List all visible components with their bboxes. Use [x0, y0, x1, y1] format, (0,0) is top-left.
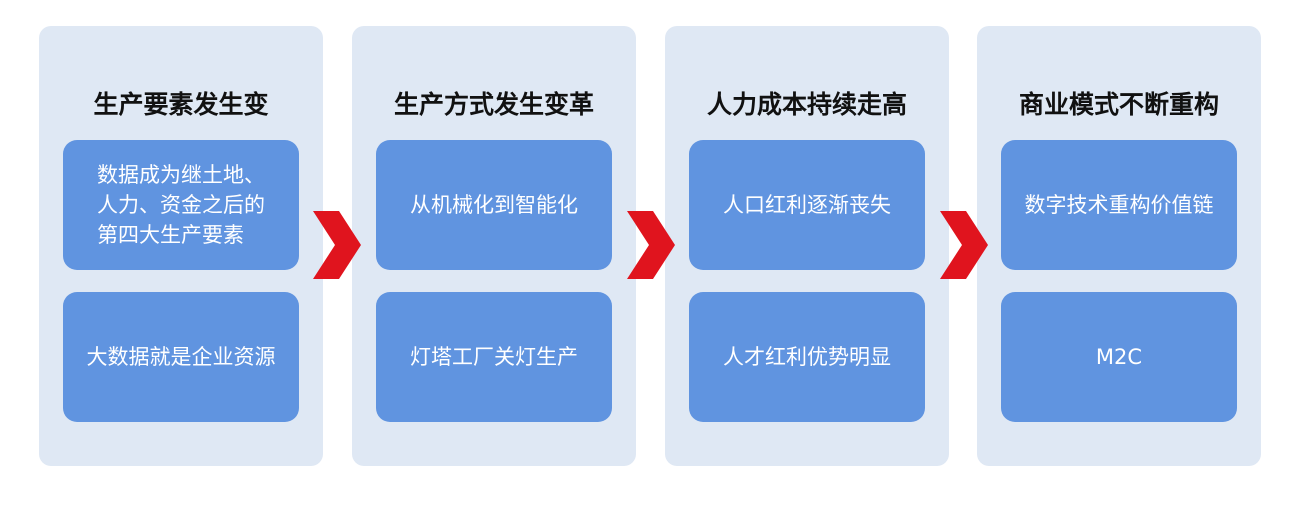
- stage-title: 生产要素发生变: [93, 90, 269, 119]
- stage-card-text: 数据成为继土地、 人力、资金之后的 第四大生产要素: [97, 163, 265, 247]
- stage-title: 生产方式发生变革: [393, 90, 594, 119]
- stage-card-text: M2C: [1095, 345, 1143, 369]
- stage-card: 大数据就是企业资源: [63, 292, 299, 422]
- stage-card-text: 从机械化到智能化: [410, 193, 578, 217]
- stage-card-text: 人口红利逐渐丧失: [723, 193, 891, 217]
- stage-card-text: 大数据就是企业资源: [86, 345, 276, 369]
- stage-title: 人力成本持续走高: [706, 90, 907, 119]
- stage-column-production-factors: 生产要素发生变 数据成为继土地、 人力、资金之后的 第四大生产要素 大数据就是企…: [39, 26, 323, 466]
- stage-card: 人口红利逐渐丧失: [689, 140, 925, 270]
- chevron-right-icon: [940, 211, 988, 279]
- stage-card-text: 数字技术重构价值链: [1024, 193, 1214, 217]
- chevron-right-icon: [627, 211, 675, 279]
- stage-card: M2C: [1001, 292, 1237, 422]
- stage-card: 数据成为继土地、 人力、资金之后的 第四大生产要素: [63, 140, 299, 270]
- stage-card: 人才红利优势明显: [689, 292, 925, 422]
- stage-card: 从机械化到智能化: [376, 140, 612, 270]
- stage-column-business-model: 商业模式不断重构 数字技术重构价值链 M2C: [977, 26, 1261, 466]
- stage-card: 灯塔工厂关灯生产: [376, 292, 612, 422]
- stage-title: 商业模式不断重构: [1018, 90, 1219, 119]
- stage-card-text: 灯塔工厂关灯生产: [410, 345, 578, 369]
- stage-column-labor-cost: 人力成本持续走高 人口红利逐渐丧失 人才红利优势明显: [665, 26, 949, 466]
- stage-column-production-mode: 生产方式发生变革 从机械化到智能化 灯塔工厂关灯生产: [352, 26, 636, 466]
- stage-card-text: 人才红利优势明显: [723, 345, 891, 369]
- stage-card: 数字技术重构价值链: [1001, 140, 1237, 270]
- chevron-right-icon: [313, 211, 361, 279]
